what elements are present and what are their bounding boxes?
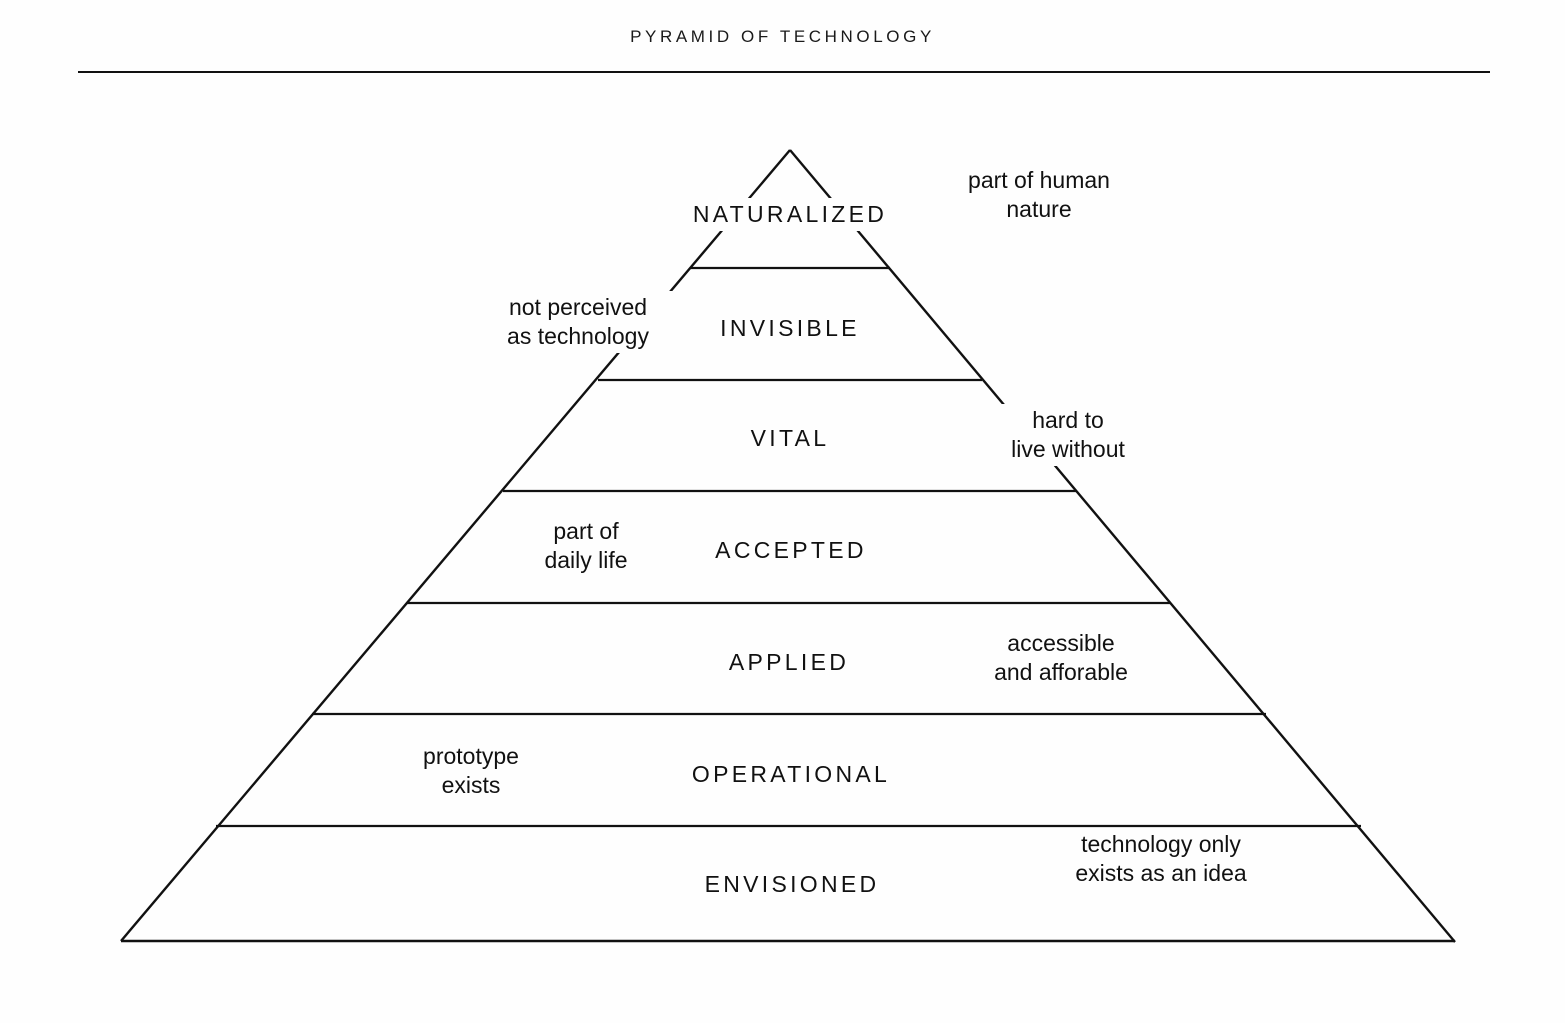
title-divider-rule [78,71,1490,73]
tier-annotation-vital: hard to live without [972,404,1164,466]
tier-annotation-operational: prototype exists [388,740,554,802]
tier-label-invisible: INVISIBLE [680,312,900,345]
tier-annotation-applied: accessible and afforable [952,627,1170,689]
tier-label-vital: VITAL [700,422,880,455]
tier-annotation-naturalized: part of human nature [928,164,1150,226]
tier-label-applied: APPLIED [692,646,886,679]
tier-label-naturalized: NATURALIZED [655,198,925,231]
page-title: PYRAMID OF TECHNOLOGY [630,27,935,46]
tier-label-accepted: ACCEPTED [678,534,904,567]
tier-label-operational: OPERATIONAL [660,758,922,791]
tier-annotation-invisible: not perceived as technology [472,291,684,353]
pyramid-right-edge [789,149,1456,943]
tier-label-envisioned: ENVISIONED [668,868,916,901]
tier-annotation-envisioned: technology only exists as an idea [1030,828,1292,890]
tier-annotation-accepted: part of daily life [505,515,667,577]
pyramid-left-edge [120,149,791,942]
